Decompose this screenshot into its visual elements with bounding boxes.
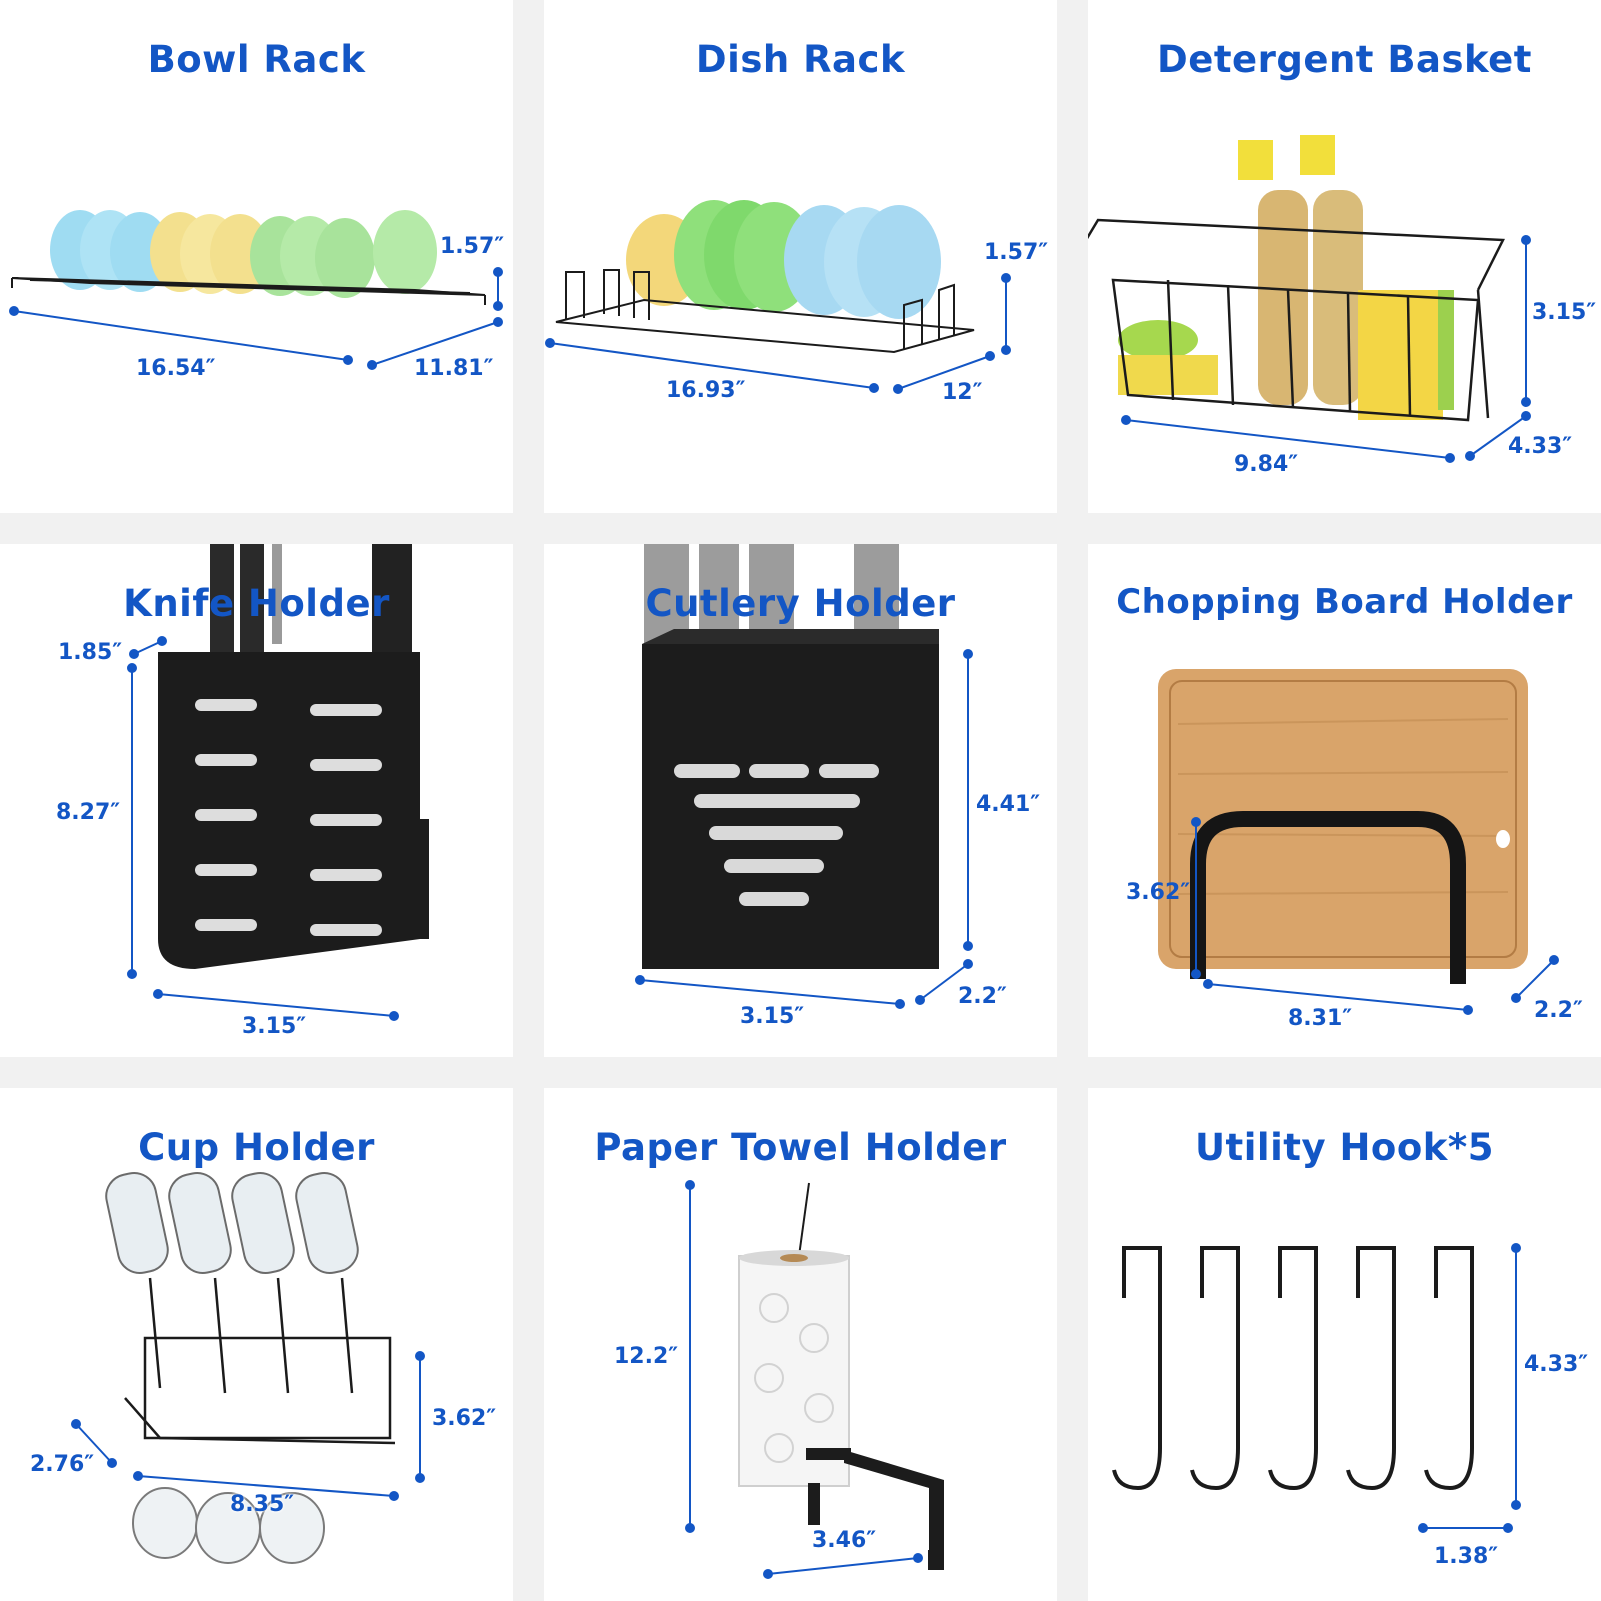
dish-rack-illustration: [545, 200, 1011, 394]
height-dimension: 3.62″: [432, 1406, 497, 1431]
wire-frame: [124, 1277, 396, 1445]
panel-title: Bowl Rack: [147, 38, 366, 81]
dimension-lines: [635, 649, 973, 1009]
dimension-lines: [127, 636, 399, 1021]
panel-title: Cutlery Holder: [645, 582, 956, 625]
cups: [105, 1171, 359, 1275]
panel-detergent-basket: Detergent Basket 3.15″ 9.84: [1088, 0, 1601, 513]
panel-title: Paper Towel Holder: [594, 1126, 1007, 1169]
depth-dimension: 2.76″: [30, 1452, 95, 1477]
basket-contents: [1118, 135, 1454, 420]
panel-title: Dish Rack: [695, 38, 906, 81]
dimension-lines: [71, 1351, 425, 1501]
dimension-lines: [9, 267, 503, 370]
height-dimension: 4.33″: [1524, 1352, 1589, 1377]
panel-paper-towel-holder: Paper Towel Holder 12.2″ 3.46″: [544, 1088, 1057, 1601]
width-dimension: 3.15″: [740, 1004, 805, 1029]
panel-cutlery-holder: Cutlery Holder 4.41″ 3.15″ 2.2″: [544, 544, 1057, 1057]
length-dimension: 16.54″: [136, 356, 216, 381]
height-dimension: 8.27″: [56, 800, 121, 825]
dimension-lines: [1418, 1243, 1521, 1533]
hooks: [1112, 1246, 1474, 1491]
height-dimension: 3.15″: [1532, 300, 1597, 325]
panel-dish-rack: Dish Rack 1.57″ 16.93″ 12″: [544, 0, 1057, 513]
width-dimension: 12″: [942, 380, 983, 405]
knife-holder-illustration: [127, 544, 429, 1021]
slots: [195, 699, 382, 936]
width-dimension: 3.46″: [812, 1528, 877, 1553]
wine-glasses: [132, 1487, 325, 1564]
height-dimension: 3.62″: [1126, 880, 1191, 905]
dimension-lines: [685, 1180, 923, 1579]
cutlery-holder-illustration: [635, 544, 973, 1009]
slots: [674, 764, 879, 906]
dimension-lines: [1121, 235, 1531, 463]
utility-hooks-illustration: [1112, 1243, 1521, 1533]
width-dimension: 3.15″: [242, 1014, 307, 1039]
paper-towel-holder-illustration: [685, 1180, 944, 1579]
length-dimension: 9.84″: [1234, 452, 1299, 477]
depth-dimension: 2.2″: [1534, 998, 1583, 1023]
rack-frame: [555, 269, 975, 354]
width-dimension: 8.35″: [230, 1492, 295, 1517]
depth-dimension: 2.2″: [958, 984, 1007, 1009]
panel-title: Cup Holder: [138, 1126, 375, 1169]
panel-knife-holder: Knife Holder 1.85″ 8.27″ 3.15″: [0, 544, 513, 1057]
panel-title: Utility Hook*5: [1195, 1126, 1494, 1169]
panel-utility-hook: Utility Hook*5 4.33″ 1.38″: [1088, 1088, 1601, 1601]
height-dimension: 12.2″: [614, 1344, 679, 1369]
depth-dimension: 1.85″: [58, 640, 123, 665]
cup-holder-illustration: [71, 1171, 425, 1564]
length-dimension: 16.93″: [666, 378, 746, 403]
height-dimension: 4.41″: [976, 792, 1041, 817]
width-dimension: 4.33″: [1508, 434, 1573, 459]
plates: [626, 200, 941, 319]
width-dimension: 1.38″: [1434, 1544, 1499, 1569]
panel-title: Detergent Basket: [1157, 38, 1532, 81]
panel-cup-holder: Cup Holder 3.62″ 2.76″ 8.35″: [0, 1088, 513, 1601]
chopping-board-holder-illustration: [1158, 669, 1559, 1015]
dimension-lines: [1191, 817, 1559, 1015]
holder-body: [158, 652, 420, 969]
panel-chopping-board-holder: Chopping Board Holder 3.62″ 8.31″ 2.2″: [1088, 544, 1601, 1057]
bowl-rack-illustration: [9, 210, 503, 370]
utensils: [644, 544, 899, 644]
width-dimension: 8.31″: [1288, 1006, 1353, 1031]
holder-base: [806, 1448, 944, 1570]
rack-frame: [11, 277, 486, 305]
panel-bowl-rack: Bowl Rack 1.57″ 16.54″ 11.81″: [0, 0, 513, 513]
panel-title: Chopping Board Holder: [1116, 582, 1573, 622]
dimension-lines: [545, 273, 1011, 394]
bowls: [50, 210, 437, 298]
knives: [210, 544, 412, 664]
height-dimension: 1.57″: [440, 234, 505, 259]
width-dimension: 11.81″: [414, 356, 494, 381]
wire-basket: [1088, 218, 1505, 422]
detergent-basket-illustration: [1088, 135, 1531, 463]
height-dimension: 1.57″: [984, 240, 1049, 265]
holder-frame: [1190, 811, 1466, 984]
panel-title: Knife Holder: [123, 582, 390, 625]
